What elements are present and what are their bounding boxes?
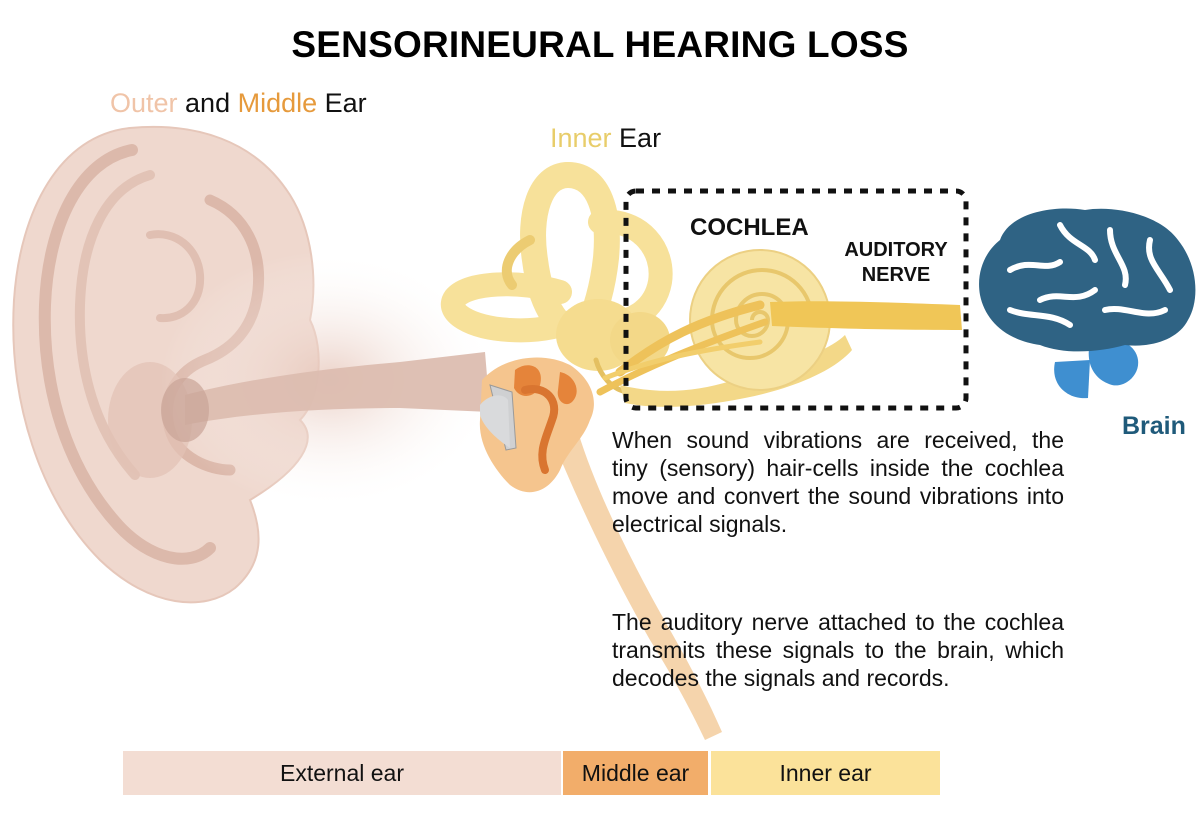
and-word: and (177, 88, 238, 118)
middle-ear (479, 357, 594, 493)
legend-inner-ear: Inner ear (711, 751, 940, 795)
ear-canal (185, 352, 490, 425)
legend-external-ear: External ear (123, 751, 561, 795)
cochlea-label: COCHLEA (690, 214, 809, 241)
cochlea-highlight-box (623, 188, 969, 411)
outer-word: Outer (110, 88, 178, 118)
legend-middle-ear-label: Middle ear (581, 759, 690, 786)
cochlea (620, 249, 852, 407)
ear-word: Ear (317, 88, 367, 118)
legend-inner-ear-label: Inner ear (779, 759, 872, 786)
description-paragraph-1: When sound vibrations are received, the … (612, 427, 1064, 537)
brain-icon (979, 208, 1196, 399)
legend-middle-ear: Middle ear (563, 751, 708, 795)
legend-external-ear-label: External ear (279, 759, 404, 786)
auditory-nerve (596, 300, 962, 396)
inner-ear-heading: Inner Ear (550, 123, 661, 154)
auditory-nerve-label-line1: AUDITORY (844, 239, 948, 261)
brain-label: Brain (1122, 412, 1186, 440)
auditory-nerve-label: AUDITORY NERVE (836, 238, 956, 288)
eustachian-tube (552, 432, 722, 740)
auditory-nerve-label-line2: NERVE (861, 264, 931, 286)
description-paragraph-2: The auditory nerve attached to the cochl… (612, 609, 1064, 691)
outer-middle-ear-heading: Outer and Middle Ear (110, 88, 367, 119)
middle-word: Middle (237, 88, 318, 118)
inner-ear-word: Ear (611, 123, 662, 153)
inner-word: Inner (550, 123, 612, 153)
page-title: SENSORINEURAL HEARING LOSS (291, 24, 909, 65)
